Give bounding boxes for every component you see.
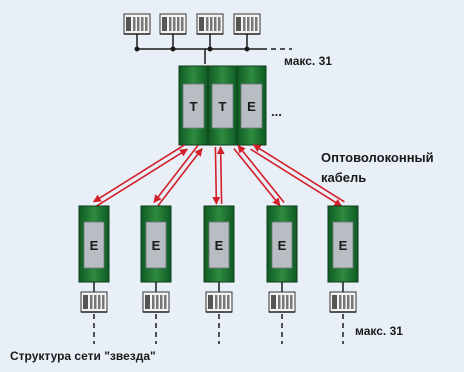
central-module-label: T: [190, 99, 198, 114]
central-module-label: E: [247, 99, 256, 114]
top-bus-max-label: макс. 31: [284, 54, 332, 68]
central-module: T: [207, 65, 238, 146]
fiber-cable-label-line1: Оптоволоконный: [321, 150, 434, 165]
top-plc-icon: [159, 13, 187, 35]
bus-junction: [244, 46, 250, 52]
top-bus: [138, 48, 292, 64]
remote-plc-icon: [205, 291, 233, 313]
remote-module-label: E: [278, 238, 287, 253]
top-plc-icon: [196, 13, 224, 35]
remote-module: E: [140, 205, 172, 344]
bus-junction: [134, 46, 140, 52]
central-module-label: T: [219, 99, 227, 114]
top-plc-icon: [233, 13, 261, 35]
bus-junction: [170, 46, 176, 52]
remote-module: E: [327, 205, 359, 344]
remote-module-label: E: [215, 238, 224, 253]
remote-plc-icon: [268, 291, 296, 313]
remote-module-label: E: [152, 238, 161, 253]
remote-module: E: [266, 205, 298, 344]
remote-plc-icon: [80, 291, 108, 313]
central-module: T: [178, 65, 209, 146]
remote-module: E: [203, 205, 235, 344]
central-module: E: [236, 65, 267, 146]
bus-junction: [207, 46, 213, 52]
diagram-caption: Структура сети "звезда": [10, 349, 156, 363]
remote-module-label: E: [90, 238, 99, 253]
remote-module: E: [78, 205, 110, 344]
fiber-optic-arrow: [233, 144, 285, 207]
top-plc-icon: [123, 13, 151, 35]
fiber-optic-arrow: [92, 144, 189, 207]
remote-plc-icon: [142, 291, 170, 313]
bottom-bus-max-label: макс. 31: [355, 324, 403, 338]
fiber-optic-arrow: [250, 144, 345, 207]
remote-plc-icon: [329, 291, 357, 313]
fiber-optic-arrow: [212, 146, 225, 205]
fiber-optic-links: [92, 144, 345, 207]
fiber-optic-arrow: [153, 144, 203, 207]
top-plc-stations: [123, 13, 261, 52]
fiber-cable-label-line2: кабель: [321, 170, 367, 185]
remote-module-label: E: [339, 238, 348, 253]
central-ellipsis: ...: [271, 104, 282, 119]
